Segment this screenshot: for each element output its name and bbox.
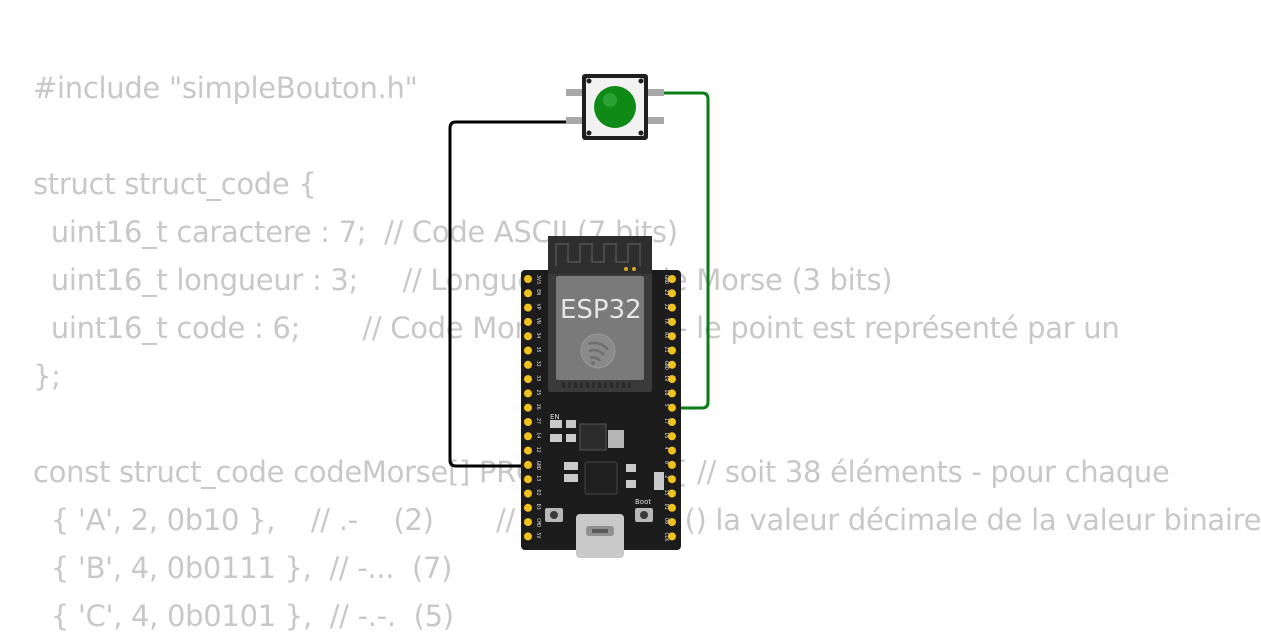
pin-25[interactable]: [524, 389, 532, 398]
pin-label: 34: [535, 332, 541, 338]
pin-label: GND: [663, 275, 669, 284]
pin-label: TX: [663, 318, 669, 324]
pin-cmd[interactable]: [524, 518, 532, 527]
pin-15[interactable]: [668, 489, 676, 498]
pin-5[interactable]: [668, 403, 676, 412]
pin-34[interactable]: [524, 332, 532, 341]
pin-label: 4: [663, 447, 669, 450]
pin-label: 3V3: [535, 275, 541, 284]
pin-label: VN: [535, 318, 541, 324]
code-line: struct struct_code {: [33, 167, 317, 201]
pin-label: 14: [535, 432, 541, 438]
pin-d0[interactable]: [668, 518, 676, 527]
pin-32[interactable]: [524, 360, 532, 369]
pin-label: 16: [663, 432, 669, 438]
pin-label: 2: [663, 475, 669, 478]
pin-label: 23: [663, 289, 669, 295]
en-label: EN: [550, 413, 560, 421]
espressif-logo-icon: [580, 333, 616, 369]
pushbutton[interactable]: [566, 74, 664, 140]
boot-label: Boot: [635, 498, 651, 506]
pin-label: D3: [535, 504, 541, 510]
pin-label: CMD: [535, 518, 541, 527]
code-line: { 'B', 4, 0b0111 }, // -... (7): [33, 551, 453, 585]
pin-label: 5V: [535, 532, 541, 538]
pin-label: 19: [663, 375, 669, 381]
pin-gnd[interactable]: [524, 460, 532, 469]
pin-label: D1: [663, 504, 669, 510]
code-editor-background: #include "simpleBouton.h" struct struct_c…: [33, 71, 1261, 633]
pin-vp[interactable]: [524, 303, 532, 312]
pin-gnd[interactable]: [668, 275, 676, 283]
pin-label: 32: [535, 361, 541, 367]
chip-label: ESP32: [560, 295, 642, 325]
pin-label: 13: [535, 475, 541, 481]
pin-gnd[interactable]: [668, 360, 676, 369]
pin-d1[interactable]: [668, 503, 676, 512]
pin-18[interactable]: [668, 389, 676, 398]
pin-16[interactable]: [668, 432, 676, 441]
pin-label: 22: [663, 304, 669, 310]
pin-23[interactable]: [668, 289, 676, 298]
pin-35[interactable]: [524, 346, 532, 355]
pin-label: 17: [663, 418, 669, 424]
pin-label: CLK: [663, 532, 669, 541]
pin-clk[interactable]: [668, 532, 676, 541]
code-line: };: [33, 359, 61, 393]
gnd-wire[interactable]: [448, 120, 566, 468]
pin-label: GND: [663, 361, 669, 370]
pin-33[interactable]: [524, 375, 532, 384]
pin-3v3[interactable]: [524, 275, 532, 283]
pin-21[interactable]: [668, 346, 676, 355]
pin-en[interactable]: [524, 289, 532, 298]
signal-wire[interactable]: [662, 91, 710, 410]
pin-d3[interactable]: [524, 503, 532, 512]
pin-label: 12: [535, 447, 541, 453]
pin-label: 27: [535, 418, 541, 424]
pin-12[interactable]: [524, 446, 532, 455]
pin-5v[interactable]: [524, 532, 532, 541]
pin-label: 18: [663, 389, 669, 395]
pin-4[interactable]: [668, 446, 676, 455]
pin-label: 33: [535, 375, 541, 381]
pin-label: GND: [535, 461, 541, 470]
pin-26[interactable]: [524, 403, 532, 412]
pin-2[interactable]: [668, 475, 676, 484]
pin-vn[interactable]: [524, 317, 532, 326]
pin-tx[interactable]: [668, 317, 676, 326]
pin-d2[interactable]: [524, 489, 532, 498]
pin-label: RX: [663, 332, 669, 338]
pin-label: EN: [535, 289, 541, 295]
pin-label: 0: [663, 461, 669, 464]
pin-27[interactable]: [524, 418, 532, 426]
pin-label: D2: [535, 490, 541, 496]
pin-label: 26: [535, 404, 541, 410]
pin-label: 21: [663, 347, 669, 353]
pin-14[interactable]: [524, 432, 532, 441]
code-line: #include "simpleBouton.h": [33, 71, 418, 105]
pin-0[interactable]: [668, 460, 676, 469]
pin-label: 35: [535, 347, 541, 353]
pin-13[interactable]: [524, 475, 532, 484]
button-cap[interactable]: [594, 86, 636, 128]
pin-label: D0: [663, 518, 669, 524]
esp32-board[interactable]: ESP32 EN Boot: [521, 236, 681, 558]
pin-22[interactable]: [668, 303, 676, 312]
pin-17[interactable]: [668, 418, 676, 426]
circuit-diagram: ESP32 EN Boot: [448, 74, 710, 558]
pin-19[interactable]: [668, 375, 676, 384]
code-line: { 'C', 4, 0b0101 }, // -.-. (5): [33, 599, 454, 633]
pin-label: VP: [535, 304, 541, 310]
pin-rx[interactable]: [668, 332, 676, 341]
pin-label: 15: [663, 490, 669, 496]
pin-label: 25: [535, 389, 541, 395]
pin-label: 5: [663, 404, 669, 407]
